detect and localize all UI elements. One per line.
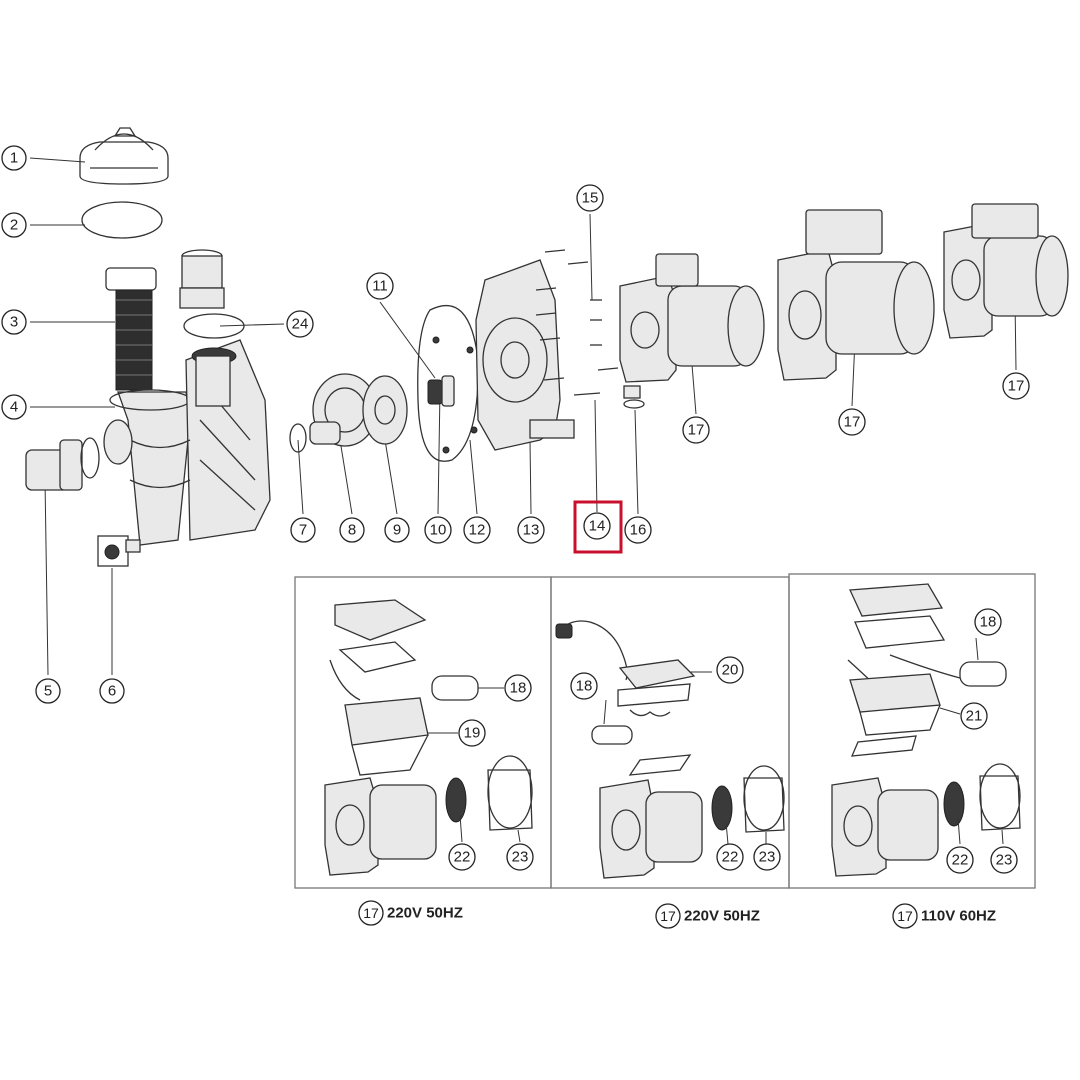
svg-text:7: 7 — [299, 522, 307, 539]
svg-text:8: 8 — [348, 522, 356, 539]
strainer-basket — [105, 267, 157, 391]
svg-text:17: 17 — [1008, 378, 1025, 395]
callout-17-motor-1: 17 — [682, 416, 710, 444]
drain-plug — [97, 535, 141, 567]
callout-24: 24 — [286, 310, 314, 338]
svg-text:13: 13 — [523, 522, 540, 539]
callout-14: 14 — [583, 512, 611, 540]
svg-text:220V 50HZ: 220V 50HZ — [387, 905, 463, 922]
callout-13: 13 — [517, 516, 545, 544]
svg-text:17: 17 — [660, 908, 676, 924]
svg-text:23: 23 — [996, 852, 1013, 869]
svg-text:3: 3 — [10, 314, 18, 331]
callout-5: 5 — [35, 678, 61, 704]
panel-caption-1: 17 220V 50HZ — [358, 900, 463, 926]
callout-10: 10 — [424, 516, 452, 544]
callout-2: 2 — [1, 212, 27, 238]
callout-p2-22: 22 — [716, 843, 744, 871]
svg-text:21: 21 — [966, 708, 983, 725]
impeller — [362, 375, 408, 445]
callout-p2-18: 18 — [570, 672, 598, 700]
callout-8: 8 — [339, 517, 365, 543]
svg-text:17: 17 — [688, 422, 705, 439]
svg-text:220V 50HZ: 220V 50HZ — [684, 908, 760, 925]
motor-spacer — [623, 385, 645, 409]
svg-text:24: 24 — [292, 316, 309, 333]
diffuser — [309, 373, 378, 447]
svg-text:18: 18 — [980, 614, 997, 631]
svg-text:22: 22 — [454, 849, 471, 866]
callout-17-motor-3: 17 — [1002, 372, 1030, 400]
callout-p3-21: 21 — [960, 702, 988, 730]
svg-text:17: 17 — [363, 905, 379, 921]
svg-text:110V 60HZ: 110V 60HZ — [921, 908, 996, 925]
callout-9: 9 — [384, 517, 410, 543]
variant-panel-1 — [294, 576, 552, 889]
svg-text:23: 23 — [512, 849, 529, 866]
svg-text:11: 11 — [372, 278, 388, 295]
callout-p2-23: 23 — [753, 843, 781, 871]
callout-1: 1 — [1, 145, 27, 171]
mechanical-seal — [427, 375, 455, 407]
svg-text:15: 15 — [582, 190, 599, 207]
svg-text:22: 22 — [722, 849, 739, 866]
callout-p3-23: 23 — [990, 846, 1018, 874]
svg-text:14: 14 — [589, 518, 606, 535]
callout-15: 15 — [576, 184, 604, 212]
svg-text:1: 1 — [10, 150, 18, 167]
union-fitting-top — [179, 249, 245, 339]
lid-o-ring — [81, 201, 163, 239]
union-fitting-side — [25, 437, 100, 491]
callout-7: 7 — [290, 517, 316, 543]
callout-p1-18: 18 — [504, 674, 532, 702]
svg-text:22: 22 — [952, 852, 969, 869]
svg-text:5: 5 — [44, 683, 52, 700]
variant-panel-2 — [550, 576, 790, 889]
pump-lid — [79, 127, 169, 185]
callout-p3-22: 22 — [946, 846, 974, 874]
variant-panel-3 — [788, 573, 1036, 889]
svg-text:16: 16 — [630, 522, 647, 539]
highlight-box-part-14 — [573, 500, 623, 554]
svg-text:4: 4 — [10, 399, 18, 416]
diffuser-o-ring — [289, 423, 307, 453]
svg-text:18: 18 — [576, 678, 593, 695]
callout-12: 12 — [463, 516, 491, 544]
callout-16: 16 — [624, 516, 652, 544]
callout-p1-23: 23 — [506, 843, 534, 871]
callout-6: 6 — [99, 678, 125, 704]
bolts — [535, 249, 619, 396]
callout-p1-19: 19 — [458, 719, 486, 747]
motor-2 — [777, 209, 935, 381]
callout-p3-18: 18 — [974, 608, 1002, 636]
pump-housing — [103, 339, 271, 546]
svg-text:6: 6 — [108, 683, 116, 700]
motor-3 — [943, 203, 1069, 339]
svg-text:18: 18 — [510, 680, 527, 697]
panel-caption-3: 17 110V 60HZ — [892, 903, 996, 929]
leader-lines — [29, 157, 1017, 676]
seal-plate — [475, 259, 575, 451]
svg-text:9: 9 — [393, 522, 401, 539]
svg-text:17: 17 — [844, 414, 861, 431]
callout-p2-20: 20 — [716, 656, 744, 684]
svg-text:17: 17 — [897, 908, 913, 924]
callout-11: 11 — [366, 272, 394, 300]
callout-p1-22: 22 — [448, 843, 476, 871]
svg-text:2: 2 — [10, 217, 18, 234]
svg-text:12: 12 — [469, 522, 486, 539]
svg-text:20: 20 — [722, 662, 739, 679]
callout-17-motor-2: 17 — [838, 408, 866, 436]
svg-text:10: 10 — [430, 522, 447, 539]
svg-text:23: 23 — [759, 849, 776, 866]
seal-plate-gasket — [417, 304, 479, 462]
callout-4: 4 — [1, 394, 27, 420]
motor-1 — [619, 253, 765, 383]
panel-caption-2: 17 220V 50HZ — [655, 903, 760, 929]
callout-3: 3 — [1, 309, 27, 335]
svg-text:19: 19 — [464, 725, 481, 742]
